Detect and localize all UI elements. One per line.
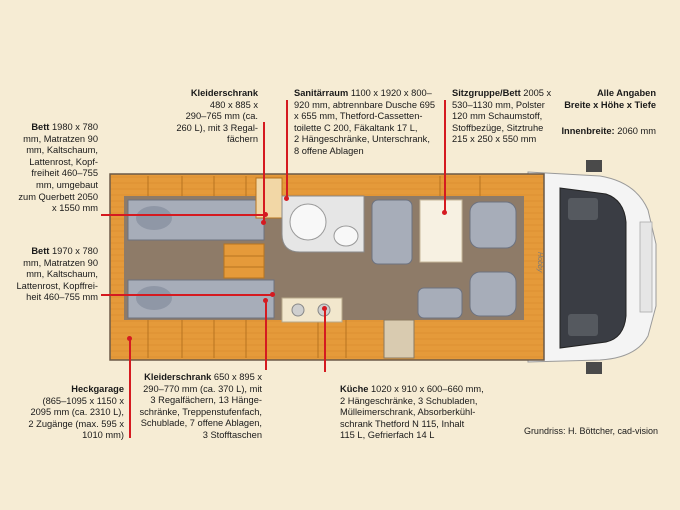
dimension-note-line1: Alle Angaben	[596, 88, 656, 98]
kleiderschrank-unten-line1: 3 Regalfächern, 13 Hänge-	[150, 395, 262, 406]
sitzgruppe-line2: Stoffbezüge, Sitztruhe	[452, 122, 544, 133]
leader-sitzgruppe	[444, 100, 446, 212]
bett-hinten-line1: mm, Matratzen 90	[23, 133, 98, 144]
sitzgruppe-title: Sitzgruppe/Bett	[452, 88, 521, 98]
bett-hinten-line2: mm, Kaltschaum,	[26, 145, 98, 156]
leader-kleiderschrank-unten	[265, 300, 267, 370]
bett-hinten-line3: Lattenrost, Kopf-	[29, 156, 98, 167]
wardrobe-top	[255, 177, 283, 219]
kleiderschrank-unten-line3: Schublade, 7 offene Ablagen,	[140, 418, 262, 429]
kleiderschrank-oben-line2: 260 L), mit 3 Regal-	[176, 122, 258, 133]
dinette-bench	[371, 199, 413, 265]
bett-vorn-line4: heit 460–755 mm	[26, 292, 98, 303]
interior-width: Innenbreite: 2060 mm	[506, 126, 656, 138]
kleiderschrank-unten-title: Kleiderschrank	[144, 372, 212, 382]
label-kueche: Küche 1020 x 910 x 600–660 mm, 2 Hängesc…	[340, 384, 486, 442]
side-bench	[417, 287, 463, 319]
bett-hinten-title: Bett	[31, 122, 50, 132]
kitchen-counter	[281, 297, 343, 323]
sanitaerraum-line4: 8 offene Ablagen	[294, 145, 364, 156]
sanitaerraum-line3: 2 Hängeschränke, Unterschrank,	[294, 134, 430, 145]
label-kleiderschrank-unten: Kleiderschrank 650 x 895 x 290–770 mm (c…	[130, 372, 263, 442]
leader-dot-bett-vorn	[270, 292, 275, 297]
bett-hinten-line7: x 1550 mm	[52, 203, 98, 214]
sanitaerraum-line1: x 655 mm, Thetford-Cassetten-	[294, 111, 423, 122]
dimension-note: Alle Angaben Breite x Höhe x Tiefe	[506, 88, 656, 111]
heckgarage-line2: 2 Zugänge (max. 595 x	[28, 418, 124, 429]
label-kleiderschrank-oben: Kleiderschrank 480 x 885 x 290–765 mm (c…	[160, 88, 258, 146]
heckgarage-line0: (865–1095 x 1150 x	[42, 395, 125, 406]
sitzgruppe-first: 2005 x	[523, 88, 552, 98]
label-sanitaerraum: Sanitärraum 1100 x 1920 x 800– 920 mm, a…	[294, 88, 444, 158]
label-bett-hinten: Bett 1980 x 780 mm, Matratzen 90 mm, Kal…	[10, 122, 98, 215]
leader-bett-vorn	[101, 294, 273, 296]
bett-hinten-line4: freiheit 460–755	[31, 168, 98, 179]
pillow-rear	[136, 206, 172, 230]
leader-dot-heckgarage	[127, 336, 132, 341]
kleiderschrank-unten-line4: 3 Stofftaschen	[202, 429, 262, 440]
sanitaerraum-line0: 920 mm, abtrennbare Dusche 695	[294, 99, 436, 110]
leader-kueche	[324, 308, 326, 372]
label-heckgarage: Heckgarage (865–1095 x 1150 x 2095 mm (c…	[14, 384, 124, 442]
image-credit: Grundriss: H. Böttcher, cad-vision	[523, 426, 658, 436]
bett-vorn-title: Bett	[31, 246, 50, 256]
sitzgruppe-line3: 215 x 250 x 550 mm	[452, 134, 537, 145]
heckgarage-line1: 2095 mm (ca. 2310 L),	[30, 407, 124, 418]
kleiderschrank-oben-line3: fächern	[226, 134, 258, 145]
cab-seat-right	[469, 271, 517, 317]
kueche-first: 1020 x 910 x 600–660 mm,	[371, 384, 484, 394]
vehicle-cab	[527, 160, 657, 374]
leader-dot-sitzgruppe	[442, 210, 447, 215]
label-bett-vorn: Bett 1970 x 780 mm, Matratzen 90 mm, Kal…	[10, 246, 98, 304]
label-sitzgruppe: Sitzgruppe/Bett 2005 x 530–1130 mm, Pols…	[452, 88, 570, 146]
leader-dot-kleiderschrank-oben	[261, 220, 266, 225]
leader-sanitaerraum	[286, 100, 288, 198]
heckgarage-line3: 1010 mm)	[82, 430, 124, 441]
leader-bett-hinten	[101, 214, 266, 216]
kleiderschrank-oben-line0: 480 x 885 x	[209, 99, 258, 110]
dinette-table	[419, 199, 463, 263]
sitzgruppe-line0: 530–1130 mm, Polster	[452, 99, 545, 110]
kueche-line2: schrank Thetford N 115, Inhalt	[340, 418, 465, 429]
shower-basin	[289, 203, 327, 241]
kueche-line3: 115 L, Gefrierfach 14 L	[340, 430, 435, 441]
bett-vorn-line3: Lattenrost, Kopffrei-	[16, 280, 98, 291]
bett-vorn-line1: mm, Matratzen 90	[23, 257, 98, 268]
heckgarage-title: Heckgarage	[71, 384, 124, 394]
sanitaerraum-line2: toilette C 200, Fäkaltank 17 L,	[294, 122, 418, 133]
kleiderschrank-oben-line1: 290–765 mm (ca.	[185, 111, 258, 122]
dimension-note-line2: Breite x Höhe x Tiefe	[564, 99, 656, 110]
bett-hinten-line6: zum Querbett 2050	[18, 191, 98, 202]
kueche-title: Küche	[340, 384, 369, 394]
steps	[223, 243, 265, 279]
leader-kleiderschrank-oben	[263, 122, 265, 222]
kueche-line1: Mülleimerschrank, Absorberkühl-	[340, 407, 476, 418]
vehicle-brand: Hobby	[536, 252, 543, 273]
toilet	[333, 225, 359, 247]
leader-dot-bett-hinten	[263, 212, 268, 217]
kleiderschrank-unten-line0: 290–770 mm (ca. 370 L), mit	[143, 383, 262, 394]
bett-vorn-line2: mm, Kaltschaum,	[26, 269, 98, 280]
leader-heckgarage	[129, 338, 131, 438]
kleiderschrank-unten-line2: schränke, Treppenstufenfach,	[139, 406, 263, 417]
interior-width-label: Innenbreite:	[561, 126, 615, 136]
sanitaerraum-title: Sanitärraum	[294, 88, 349, 98]
bett-hinten-line0: 1980 x 780	[51, 122, 98, 132]
kueche-line0: 2 Hängeschränke, 3 Schubladen,	[340, 395, 478, 406]
pillow-front	[136, 286, 172, 310]
cab-seat-left	[469, 201, 517, 249]
leader-dot-kleiderschrank-unten	[263, 298, 268, 303]
kleiderschrank-oben-title: Kleiderschrank	[190, 88, 258, 98]
leader-dot-sanitaerraum	[284, 196, 289, 201]
bett-hinten-line5: mm, umgebaut	[35, 179, 98, 190]
entry-door	[383, 319, 415, 359]
sanitaerraum-first: 1100 x 1920 x 800–	[350, 88, 432, 98]
interior-width-value: 2060 mm	[617, 126, 656, 136]
sitzgruppe-line1: 120 mm Schaumstoff,	[452, 111, 543, 122]
leader-dot-kueche	[322, 306, 327, 311]
kleiderschrank-unten-first: 650 x 895 x	[213, 372, 262, 382]
bett-vorn-line0: 1970 x 780	[51, 246, 98, 256]
